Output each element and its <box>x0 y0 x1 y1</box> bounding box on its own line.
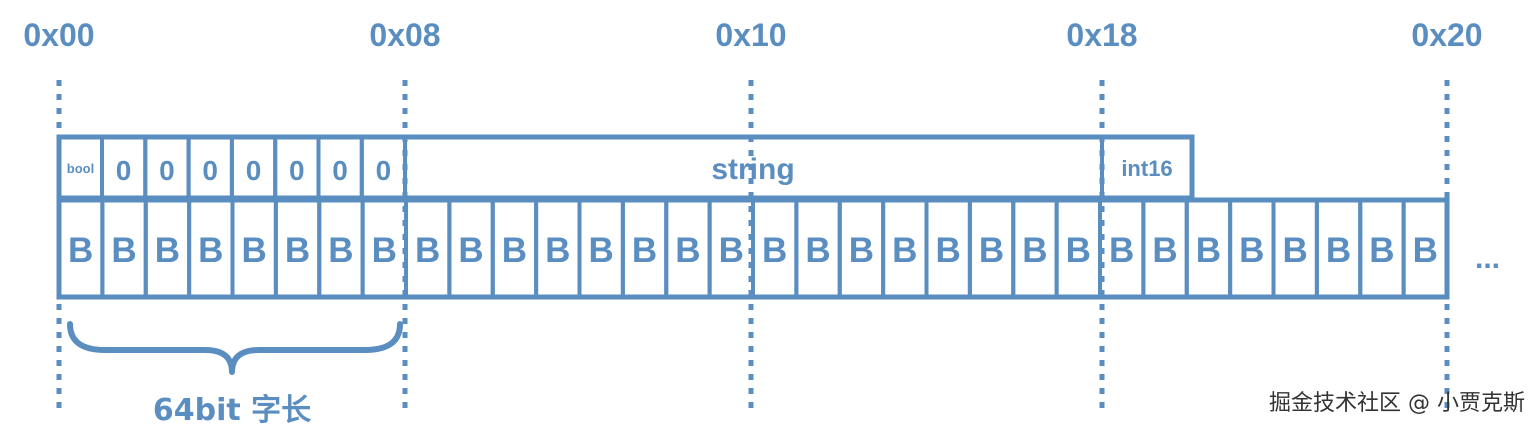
offset-label: 0x10 <box>715 17 786 53</box>
offset-label: 0x18 <box>1066 17 1137 53</box>
byte-label: B <box>805 231 830 270</box>
padding-value: 0 <box>202 155 218 186</box>
byte-label: B <box>1196 231 1221 270</box>
byte-cell <box>1401 198 1449 299</box>
byte-label: B <box>415 231 440 270</box>
offset-label: 0x20 <box>1411 17 1482 53</box>
byte-label: B <box>1066 231 1091 270</box>
byte-label: B <box>589 231 614 270</box>
byte-label: B <box>719 231 744 270</box>
byte-label: B <box>1022 231 1047 270</box>
byte-label: B <box>68 231 93 270</box>
byte-label: B <box>545 231 570 270</box>
padding-value: 0 <box>332 155 348 186</box>
field-row-outline <box>56 134 1195 201</box>
bool-label: bool <box>67 161 94 176</box>
byte-label: B <box>198 231 223 270</box>
byte-label: B <box>762 231 787 270</box>
byte-label: B <box>1413 231 1438 270</box>
byte-label: B <box>458 231 483 270</box>
byte-label: B <box>328 231 353 270</box>
padding-value: 0 <box>289 155 305 186</box>
byte-label: B <box>242 231 267 270</box>
byte-label: B <box>1283 231 1308 270</box>
padding-value: 0 <box>116 155 132 186</box>
byte-label: B <box>502 231 527 270</box>
byte-label: B <box>372 231 397 270</box>
int16-label: int16 <box>1121 156 1172 181</box>
byte-label: B <box>155 231 180 270</box>
byte-label: B <box>1239 231 1264 270</box>
offset-labels: 0x00 0x08 0x10 0x18 0x20 <box>23 17 1482 53</box>
offset-label: 0x08 <box>369 17 440 53</box>
byte-label: B <box>1109 231 1134 270</box>
byte-label: B <box>111 231 136 270</box>
padding-value: 0 <box>246 155 262 186</box>
byte-label: B <box>675 231 700 270</box>
byte-label: B <box>892 231 917 270</box>
padding-value: 0 <box>159 155 175 186</box>
word-size-label: 64bit 字长 <box>153 393 311 428</box>
byte-label: B <box>285 231 310 270</box>
watermark: 掘金技术社区 @ 小贾克斯 <box>1269 391 1525 416</box>
word-brace <box>67 321 403 375</box>
byte-label: B <box>936 231 961 270</box>
byte-label: B <box>979 231 1004 270</box>
string-label: string <box>711 153 794 186</box>
ellipsis: ... <box>1475 242 1500 275</box>
byte-label: B <box>632 231 657 270</box>
byte-label: B <box>1152 231 1177 270</box>
byte-label: B <box>849 231 874 270</box>
offset-label: 0x00 <box>23 17 94 53</box>
padding-value: 0 <box>376 155 392 186</box>
byte-label: B <box>1369 231 1394 270</box>
byte-label: B <box>1326 231 1351 270</box>
